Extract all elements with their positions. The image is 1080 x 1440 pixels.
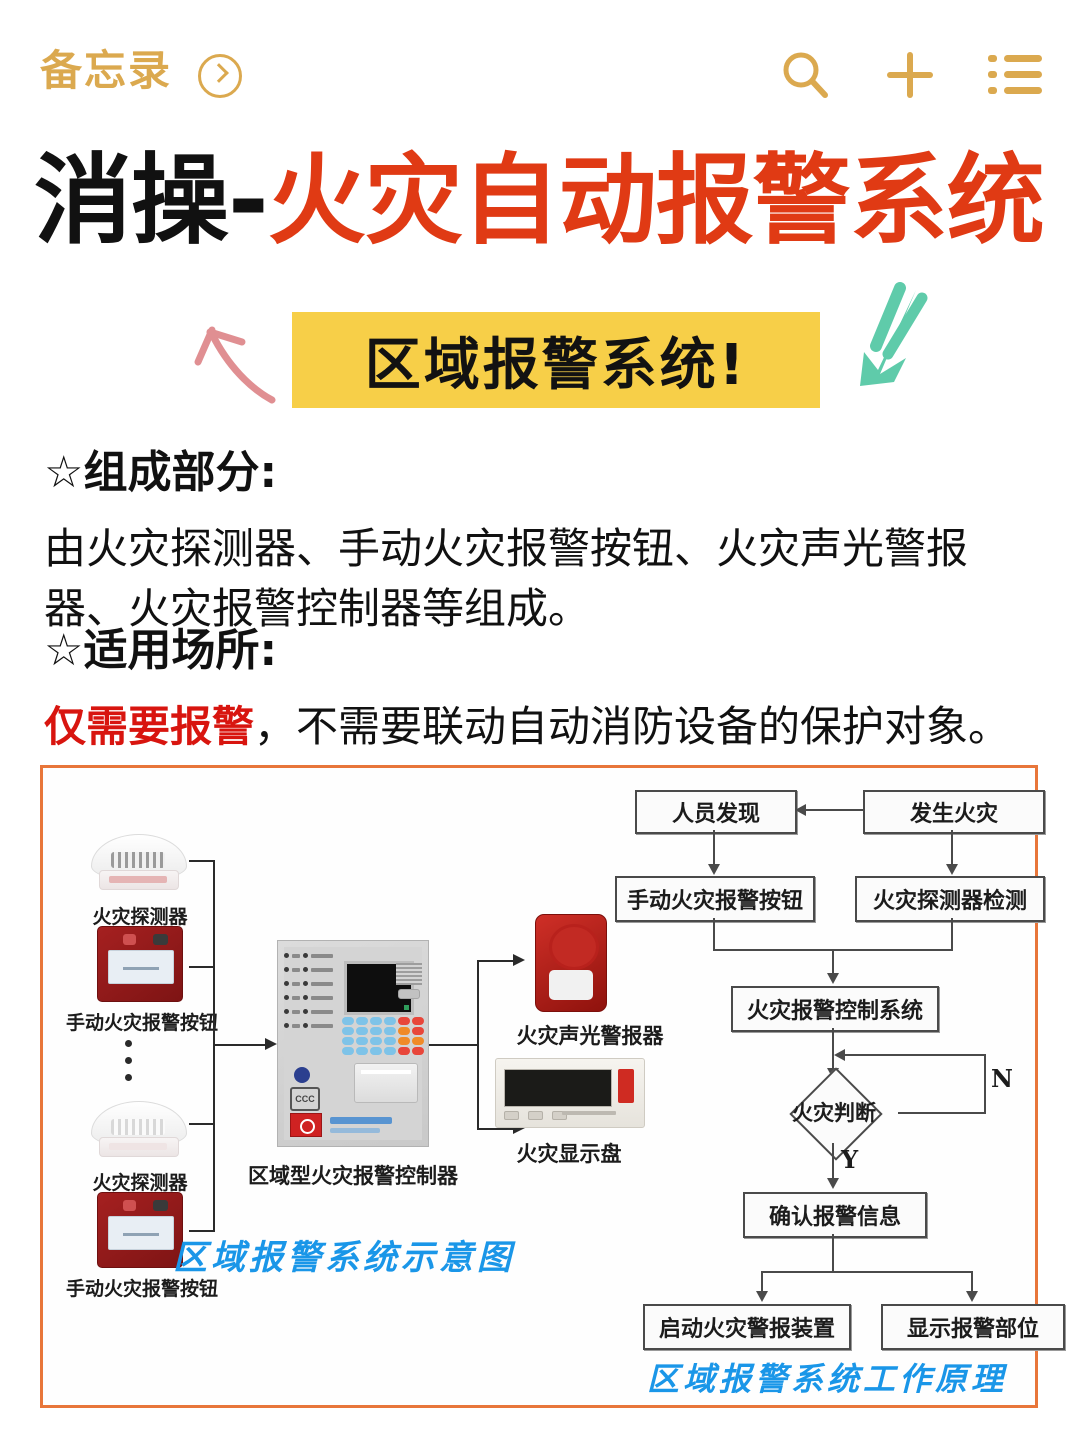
- flow-node-n1: 人员发现: [635, 790, 797, 834]
- output-branch-display: [477, 1128, 515, 1130]
- section-applicable-heading: ☆适用场所:: [44, 625, 278, 677]
- plus-icon[interactable]: [884, 49, 936, 106]
- flow-edge-no: [898, 1112, 986, 1114]
- bus-line: [189, 966, 215, 968]
- section-applicable-heading-text: ☆适用场所:: [44, 625, 278, 676]
- label-detector-top: 火灾探测器: [92, 906, 188, 928]
- page-title-prefix: 消操-: [34, 144, 269, 258]
- label-controller: 区域型火灾报警控制器: [248, 1164, 458, 1188]
- app-title: 备忘录: [40, 47, 173, 94]
- arrowhead-left-icon: [834, 1049, 845, 1061]
- flowchart-caption: 区域报警系统工作原理: [647, 1360, 1008, 1398]
- section-composition-heading: ☆组成部分:: [44, 447, 278, 499]
- flow-edge: [832, 949, 834, 977]
- section-applicable: ☆适用场所: 仅需要报警，不需要联动自动消防设备的保护对象。: [44, 625, 1044, 758]
- sound-light-alarm-icon: [535, 914, 607, 1012]
- label-callpoint-top: 手动火灾报警按钮: [65, 1012, 218, 1034]
- ccc-mark-icon: CCC: [290, 1087, 320, 1111]
- arrowhead-down-icon: [966, 1291, 978, 1302]
- teal-arrow-down-left-icon: [834, 282, 946, 405]
- label-sounder: 火灾声光警报器: [516, 1024, 664, 1048]
- ellipsis-dots: [125, 1040, 132, 1081]
- wavy-underline: [70, 677, 302, 691]
- output-bus: [429, 1044, 479, 1046]
- flow-node-n3: 手动火灾报警按钮: [615, 876, 815, 922]
- section-composition-body: 由火灾探测器、手动火灾报警按钮、火灾声光警报器、火灾报警控制器等组成。: [44, 523, 969, 634]
- flow-node-n2: 发生火灾: [863, 790, 1045, 834]
- output-branch-sounder: [477, 960, 515, 962]
- arrowhead-left-icon: [795, 804, 806, 816]
- flow-edge: [795, 809, 863, 811]
- list-icon[interactable]: [988, 52, 1042, 103]
- output-trunk: [477, 960, 479, 1130]
- panel-keypad: [342, 1017, 424, 1055]
- smoke-detector-bottom-icon: [85, 1093, 191, 1165]
- schematic-caption: 区域报警系统示意图: [173, 1238, 515, 1278]
- section-composition-heading-text: ☆组成部分:: [44, 447, 278, 498]
- illustration-panel-inner: 火灾探测器 手动火灾报警按钮 火灾探测器 手动火灾报警按钮: [43, 768, 1065, 1405]
- label-display-panel: 火灾显示盘: [516, 1142, 622, 1166]
- chevron-right-circle-icon[interactable]: [198, 54, 242, 98]
- arrowhead-down-icon: [708, 864, 720, 875]
- flow-node-n8: 启动火灾警报装置: [643, 1304, 851, 1350]
- flow-edge: [951, 830, 953, 868]
- flow-edge: [761, 1271, 973, 1273]
- header-icon-group: [778, 48, 1042, 107]
- flow-edge-no: [984, 1054, 986, 1112]
- label-detector-bottom: 火灾探测器: [92, 1172, 188, 1194]
- flow-edge-yes: [832, 1143, 834, 1183]
- pink-arrow-up-left-icon: [176, 300, 284, 413]
- flow-node-n7: 确认报警信息: [743, 1192, 927, 1238]
- search-icon[interactable]: [778, 48, 832, 107]
- flow-node-n5: 火灾报警控制系统: [731, 986, 939, 1032]
- flow-edge-no: [838, 1054, 986, 1056]
- section-applicable-body: 仅需要报警，不需要联动自动消防设备的保护对象。: [44, 697, 1044, 758]
- illustration-panel: 火灾探测器 手动火灾报警按钮 火灾探测器 手动火灾报警按钮: [40, 765, 1065, 1408]
- manual-call-point-top-icon: [97, 926, 183, 1002]
- smoke-detector-top-icon: [85, 826, 191, 898]
- arrowhead-down-icon: [827, 1178, 839, 1189]
- flow-edge: [832, 1234, 834, 1272]
- bus-trunk: [213, 860, 215, 1232]
- fire-alarm-control-panel-icon: CCC: [277, 940, 429, 1147]
- section-composition: ☆组成部分: 由火灾探测器、手动火灾报警按钮、火灾声光警报器、火灾报警控制器等组…: [44, 447, 1044, 640]
- page-title-highlight: 火灾自动报警系统: [267, 144, 1045, 258]
- arrowhead-down-icon: [946, 864, 958, 875]
- bus-line: [189, 1230, 215, 1232]
- flow-node-n6-text: 火灾判断: [792, 1100, 876, 1125]
- panel-printer-slot: [354, 1063, 418, 1103]
- flow-edge: [971, 1271, 973, 1295]
- section-applicable-rest: ，不需要联动自动消防设备的保护对象。: [254, 701, 1011, 751]
- section-applicable-emphasis: 仅需要报警: [44, 701, 255, 751]
- page-title: 消操-火灾自动报警系统: [34, 152, 1054, 250]
- bus-line: [189, 1123, 215, 1125]
- flow-edge: [713, 830, 715, 868]
- fire-display-panel-icon: [495, 1058, 645, 1128]
- arrowhead-right-icon: [513, 954, 525, 966]
- subtitle-banner: 区域报警系统!: [292, 312, 820, 408]
- subtitle-banner-text: 区域报警系统!: [364, 332, 748, 398]
- flow-edge: [832, 1028, 834, 1074]
- app-header: 备忘录: [0, 0, 1080, 130]
- flow-label-no: N: [991, 1064, 1013, 1093]
- wavy-underline: [70, 499, 302, 513]
- manual-call-point-bottom-icon: [97, 1192, 183, 1268]
- flow-node-n4: 火灾探测器检测: [855, 876, 1045, 922]
- flow-edge: [713, 918, 715, 950]
- arrowhead-down-icon: [827, 973, 839, 984]
- flow-label-yes: Y: [841, 1145, 859, 1174]
- bus-to-controller: [213, 1044, 267, 1046]
- bus-line: [189, 860, 215, 862]
- label-callpoint-bottom: 手动火灾报警按钮: [65, 1278, 218, 1300]
- flow-node-n6: 火灾判断: [770, 1067, 898, 1161]
- flow-edge: [761, 1271, 763, 1295]
- subtitle-banner-area: 区域报警系统!: [0, 298, 1080, 418]
- arrowhead-right-icon: [265, 1038, 277, 1050]
- flow-edge: [951, 918, 953, 950]
- arrowhead-down-icon: [756, 1291, 768, 1302]
- flow-node-n9: 显示报警部位: [881, 1304, 1065, 1350]
